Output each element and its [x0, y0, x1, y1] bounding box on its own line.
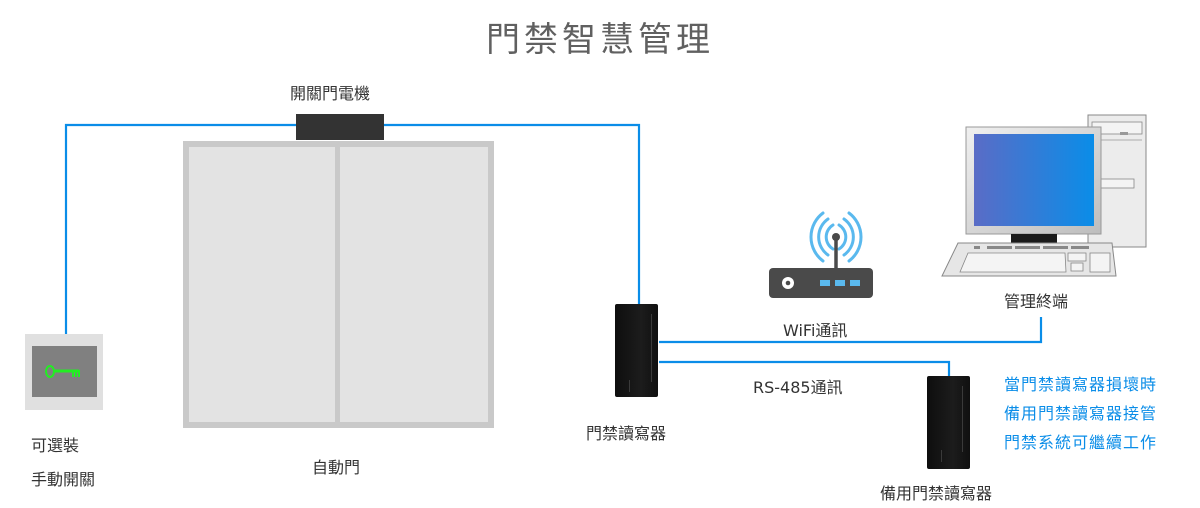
- note-line-3: 門禁系統可繼續工作: [1004, 433, 1158, 452]
- access-reader-label: 門禁讀寫器: [586, 424, 667, 443]
- manual-switch-label-1: 可選裝: [31, 436, 80, 455]
- door-panel-left: [189, 147, 335, 422]
- access-reader: [615, 304, 658, 397]
- door-panel-right: [340, 147, 488, 422]
- desktop-computer-icon: [941, 114, 1147, 277]
- manual-switch-label-2: 手動開關: [31, 470, 96, 489]
- door-motor-label: 開關門電機: [290, 84, 371, 103]
- note-line-2: 備用門禁讀寫器接管: [1004, 404, 1158, 423]
- management-terminal-label: 管理終端: [1004, 292, 1069, 311]
- failover-note: 當門禁讀寫器損壞時 備用門禁讀寫器接管 門禁系統可繼續工作: [1004, 370, 1157, 457]
- diagram-title: 門禁智慧管理: [486, 20, 714, 60]
- wire-motor-to-switch: [64, 123, 296, 334]
- note-line-1: 當門禁讀寫器損壞時: [1004, 375, 1158, 394]
- wire-rs485-reader-to-backup: [659, 360, 951, 376]
- switch-panel: [32, 346, 97, 397]
- auto-door-label: 自動門: [312, 458, 361, 477]
- backup-reader-label: 備用門禁讀寫器: [880, 484, 993, 503]
- wire-wifi-reader-to-terminal: [659, 317, 1043, 344]
- manual-switch: [25, 334, 103, 410]
- wifi-label: WiFi通訊: [783, 321, 848, 340]
- wifi-router-icon: [769, 211, 873, 298]
- door-motor-box: [296, 114, 384, 140]
- auto-door: [183, 141, 494, 428]
- key-icon: [45, 365, 80, 378]
- wire-motor-to-reader: [384, 123, 641, 304]
- rs485-label: RS-485通訊: [753, 378, 843, 397]
- backup-reader: [927, 376, 970, 469]
